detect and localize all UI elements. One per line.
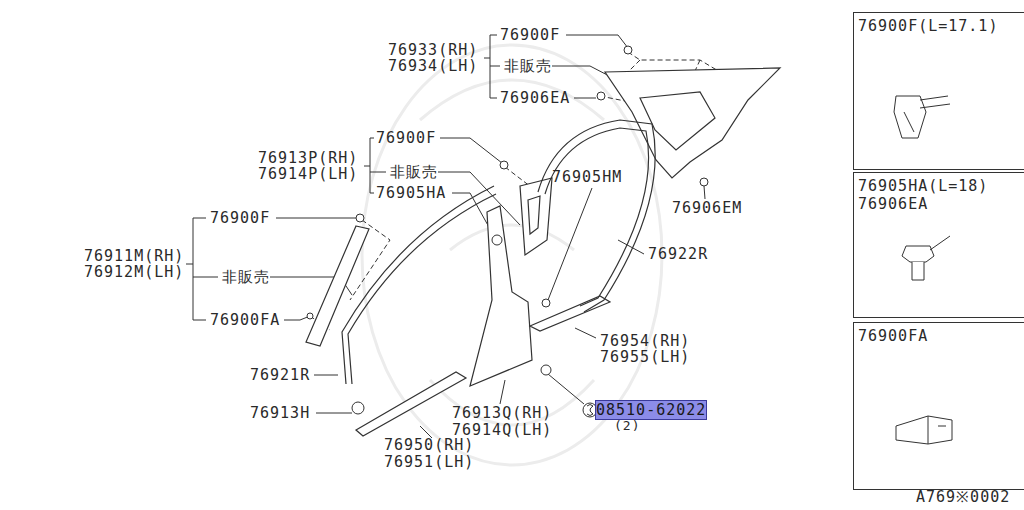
figure-code: A769※0002 <box>916 488 1010 506</box>
part-number: 76900F <box>376 129 436 147</box>
clip <box>352 402 364 414</box>
part-number: 76905HA(L=18) <box>854 177 1024 195</box>
part-number: 非販売 <box>390 163 438 181</box>
leader-line <box>548 374 584 404</box>
bracket <box>186 218 218 320</box>
part-number: 76905HM <box>552 168 622 186</box>
trim-part <box>520 178 552 255</box>
leader-line <box>548 188 592 300</box>
clip <box>542 299 550 307</box>
detail-illustration <box>894 96 952 444</box>
leader-line <box>575 328 596 338</box>
clip <box>583 403 597 417</box>
clip <box>307 46 708 417</box>
part-number: 76900FA <box>210 311 280 329</box>
leader-line <box>276 218 358 219</box>
part-number: 76913H <box>250 404 310 422</box>
detail-illustration <box>912 236 950 280</box>
detail-illustration <box>894 96 926 138</box>
part-number: 76933(RH) <box>388 41 478 59</box>
detail-illustration <box>928 416 946 444</box>
clip <box>541 365 551 375</box>
watermark <box>420 80 604 425</box>
part-number: 76912M(LH) <box>84 263 184 281</box>
leader-line <box>704 186 705 199</box>
leader-line <box>314 375 338 376</box>
part-number: 76913Q(RH) <box>452 404 552 422</box>
detail-panel: 76900F(L=17.1) <box>853 12 1024 170</box>
trim-part <box>605 68 780 178</box>
part-number: 76914P(LH) <box>258 165 358 183</box>
part-number: 76921R <box>250 366 310 384</box>
detail-illustration <box>904 96 950 132</box>
part-number: 76900F <box>500 26 560 44</box>
bracket <box>484 35 500 98</box>
part-number: 76905HA <box>376 184 446 202</box>
part-number: 76900FA <box>854 327 1024 345</box>
part-number: 76934(LH) <box>388 57 478 75</box>
part-number: 76911M(RH) <box>84 247 184 265</box>
part-number: 08510-62022 <box>596 401 706 419</box>
clip <box>492 235 502 245</box>
trim-part <box>306 68 780 436</box>
weatherstrip <box>545 128 649 306</box>
part-number: 76950(RH) <box>384 436 474 454</box>
part-number: 非販売 <box>504 57 552 75</box>
part-number: 非販売 <box>222 268 270 286</box>
leader-line <box>574 98 596 99</box>
weatherstrip <box>348 194 496 384</box>
part-number: 76906EM <box>672 199 742 217</box>
clip <box>587 405 593 416</box>
part-number: 76913P(RH) <box>258 149 358 167</box>
trim-part <box>528 196 540 234</box>
part-number: 76955(LH) <box>600 348 690 366</box>
part-number: 76900F(L=17.1) <box>854 17 1024 35</box>
trim-part <box>640 92 715 150</box>
trim-part <box>470 206 532 386</box>
part-number: 76954(RH) <box>600 332 690 350</box>
clip <box>500 161 508 169</box>
detail-illustration <box>902 246 934 262</box>
part-number: (2) <box>614 419 640 433</box>
clip <box>700 178 708 186</box>
trim-part <box>306 226 369 346</box>
weatherstrip <box>342 186 494 384</box>
leader-line <box>316 413 352 414</box>
detail-panel: 76905HA(L=18)76906EA <box>853 172 1024 318</box>
leader-line <box>440 138 502 163</box>
clip <box>597 92 605 100</box>
trim-part <box>356 372 466 436</box>
leader-line <box>500 380 505 404</box>
detail-illustration <box>896 416 952 444</box>
part-number: 76906EA <box>500 89 570 107</box>
clip <box>307 313 313 319</box>
clip <box>356 214 364 222</box>
part-number: 76906EA <box>854 195 1024 213</box>
clip <box>624 46 632 54</box>
weatherstrip <box>538 120 655 312</box>
trim-part <box>530 296 610 331</box>
part-number: 76922R <box>648 245 708 263</box>
leader-line <box>566 35 628 48</box>
leader-line <box>284 316 310 320</box>
part-number: 76900F <box>210 209 270 227</box>
part-number: 76951(LH) <box>384 453 474 471</box>
detail-panel: 76900FA <box>853 322 1024 490</box>
leader-line <box>438 172 520 225</box>
